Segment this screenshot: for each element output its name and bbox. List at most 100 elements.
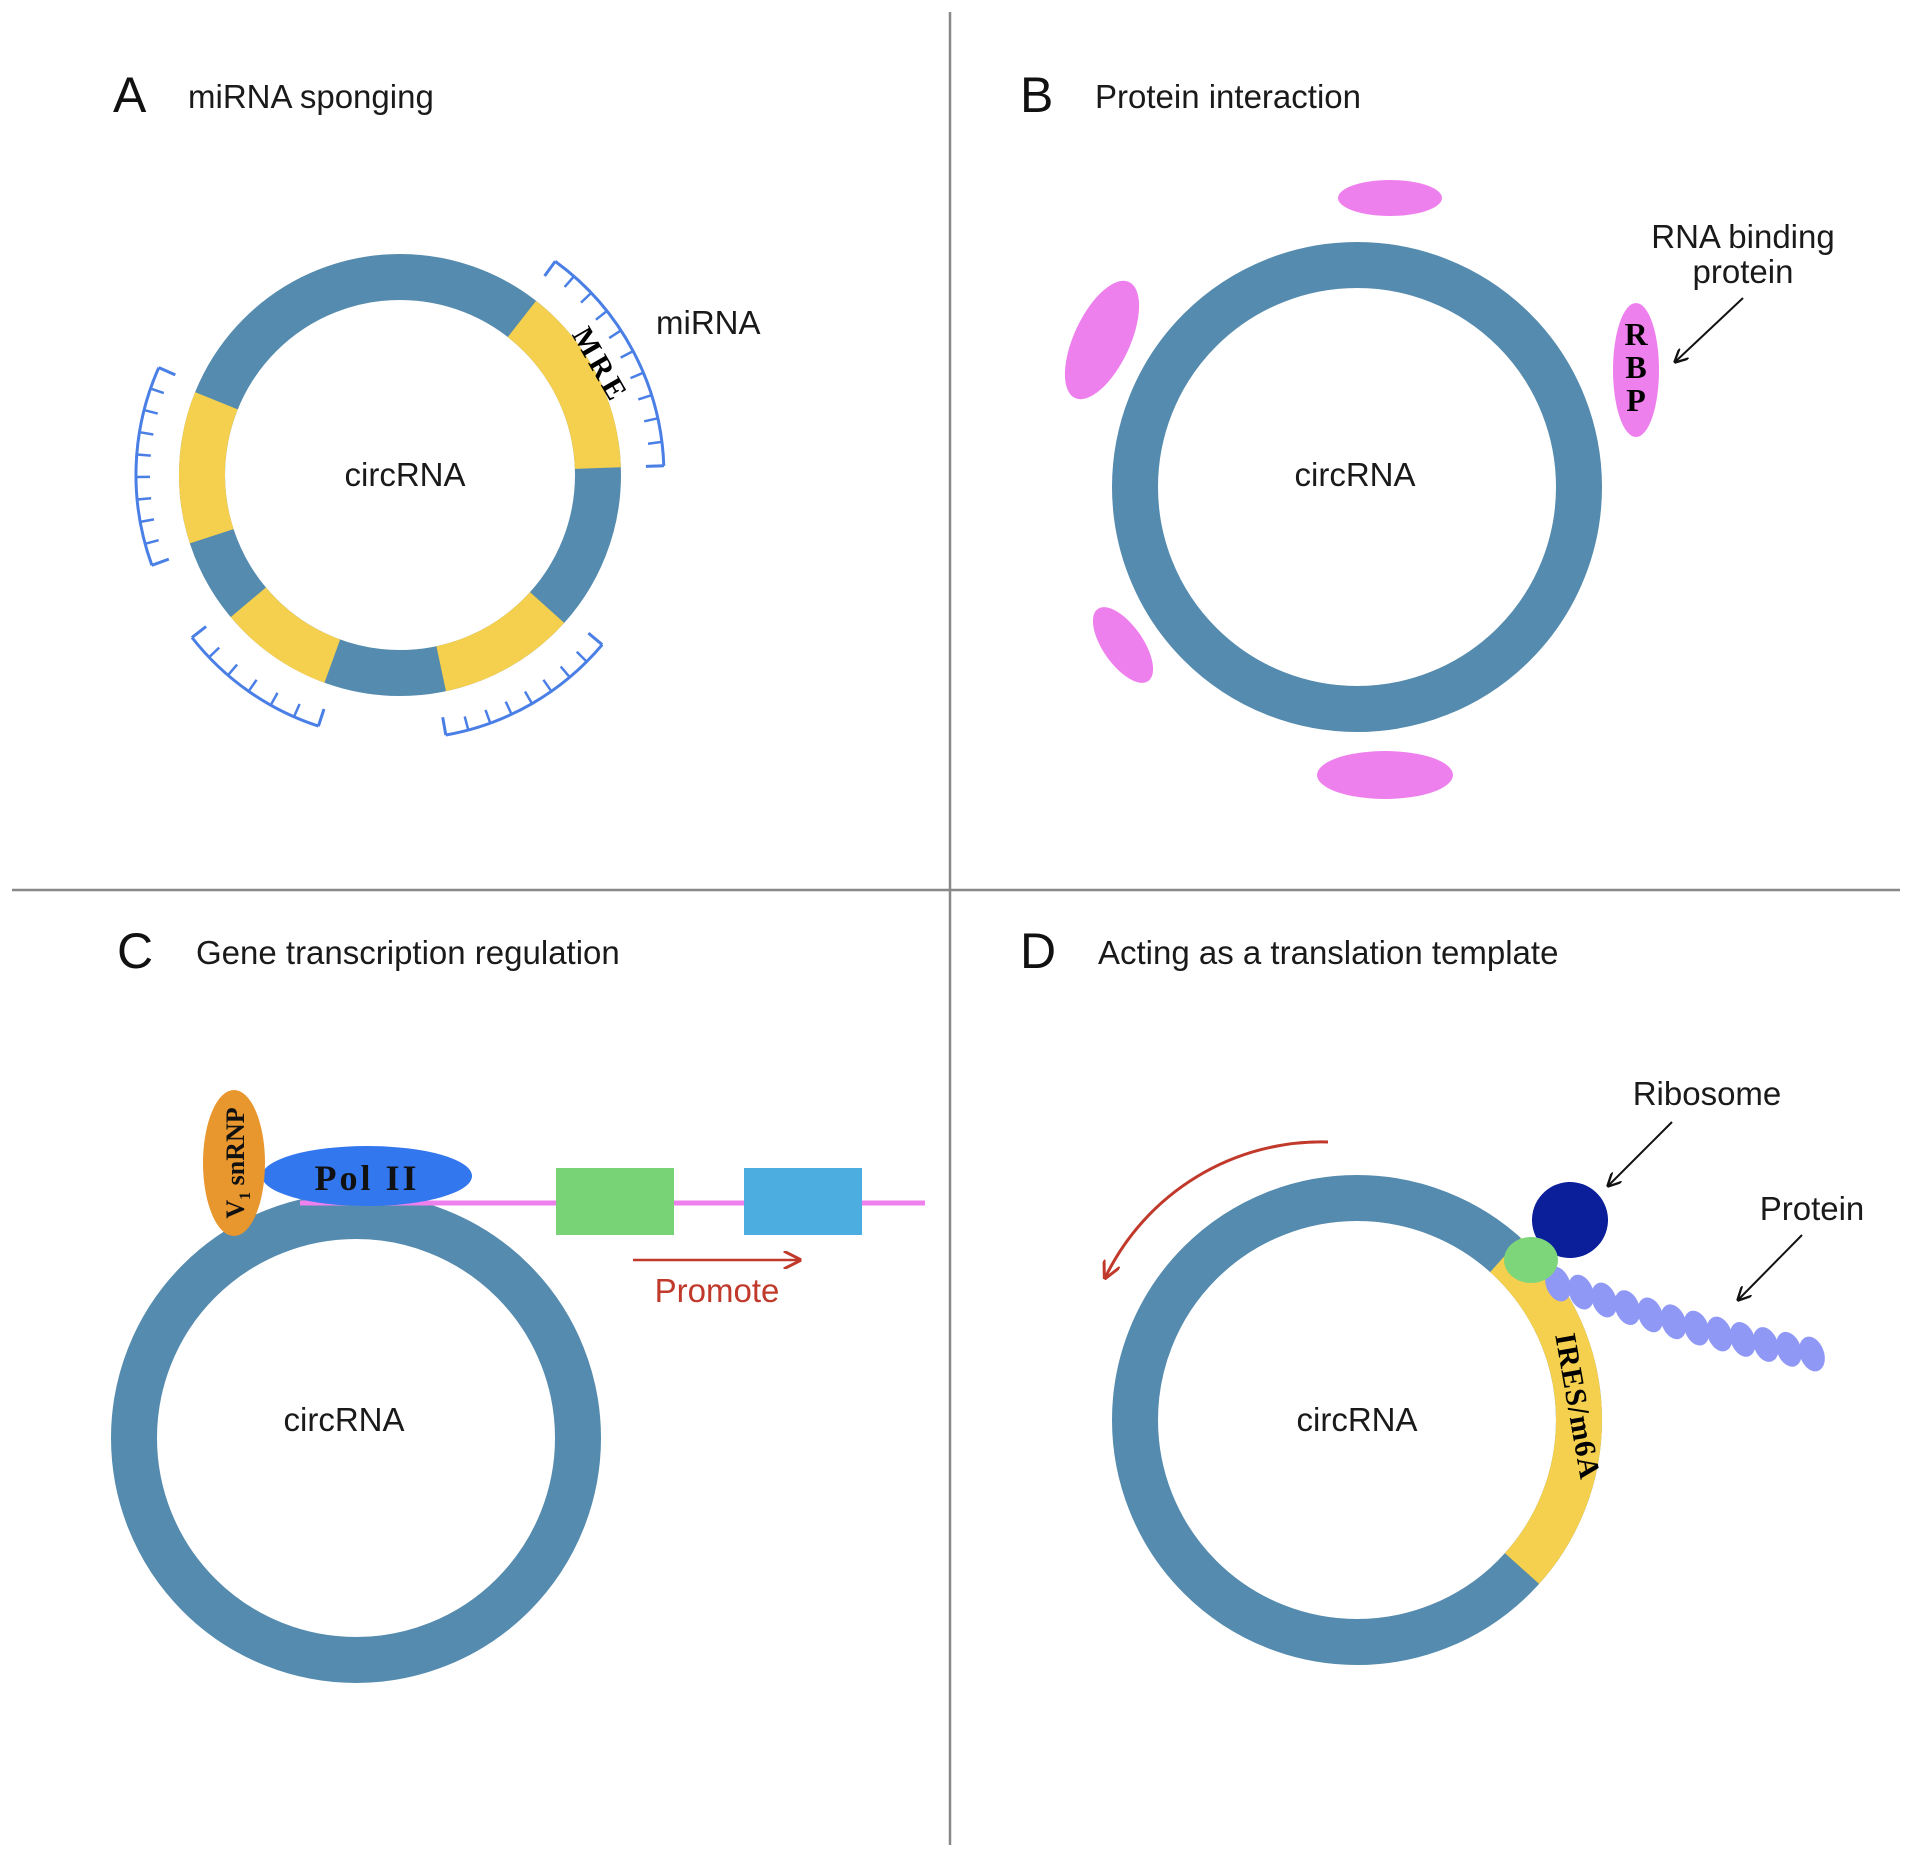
mirna-tick [139, 518, 155, 524]
rbp-lower-left [1092, 607, 1154, 683]
mre-segment-3 [230, 587, 341, 683]
panel-c-title: Gene transcription regulation [196, 934, 620, 971]
mirna-tick [630, 371, 644, 380]
mirna-tick [608, 329, 622, 340]
rbp-callout-line1: RNA binding [1651, 218, 1834, 255]
snrnp-label: V1 snRNP [221, 1107, 254, 1218]
mirna-tick [139, 430, 154, 436]
mirna-tick [647, 440, 663, 445]
promote-label: Promote [655, 1272, 780, 1309]
panel-a-mirnas [134, 260, 666, 737]
mirna-tick [136, 453, 151, 457]
snrnp [203, 1090, 265, 1236]
protein-label: Protein [1760, 1190, 1865, 1227]
panel-d-letter: D [1020, 923, 1056, 979]
rbp-letter-b: B [1625, 349, 1646, 385]
mre-segment-4 [435, 591, 565, 692]
mirna-tick [580, 291, 593, 304]
mirna-tick [542, 679, 553, 693]
mirna-tick [643, 417, 659, 423]
mirna-label: miRNA [656, 304, 761, 341]
pol-ii-label: Pol II [314, 1158, 419, 1198]
mirna-end [191, 625, 208, 639]
pol-ii [262, 1146, 472, 1206]
mirna-end [158, 366, 176, 377]
mirna-end [645, 464, 664, 468]
panel-a-title: miRNA sponging [188, 78, 434, 115]
panel-a: A miRNA sponging circRNA MRE miRNA [113, 67, 761, 737]
panel-c-circrna-label: circRNA [284, 1401, 405, 1438]
mirna-1 [554, 260, 666, 466]
rbp-labeled [1613, 303, 1659, 437]
panel-d-title: Acting as a translation template [1098, 934, 1558, 971]
protein-bead [1706, 1316, 1733, 1352]
protein-bead [1637, 1297, 1664, 1333]
panel-b-circrna-label: circRNA [1295, 456, 1416, 493]
mirna-tick [247, 679, 258, 693]
protein-bead [1776, 1331, 1802, 1367]
protein-bead [1660, 1304, 1687, 1340]
ribosome-arrow [1608, 1121, 1673, 1186]
mirna-tick [143, 408, 159, 415]
rbp-left [1064, 280, 1140, 400]
mirna-tick [595, 310, 608, 321]
protein-arrow [1738, 1234, 1803, 1300]
rbp-letter-p: P [1626, 382, 1646, 418]
panel-b-title: Protein interaction [1095, 78, 1361, 115]
panel-d: D Acting as a translation template circR… [1020, 923, 1865, 1665]
protein-bead [1729, 1321, 1756, 1357]
mirna-tick [463, 716, 470, 731]
ribosome-label: Ribosome [1633, 1075, 1782, 1112]
mirna-tick [227, 663, 239, 677]
mirna-tick [208, 646, 221, 659]
mirna-tick [292, 703, 301, 718]
protein-bead [1683, 1310, 1710, 1346]
panel-a-letter: A [113, 67, 147, 123]
panel-d-segments [1489, 1237, 1602, 1584]
mirna-end [587, 631, 604, 646]
panel-c-letter: C [117, 923, 153, 979]
rbp-arrow [1675, 297, 1744, 362]
mirna-end [441, 717, 448, 736]
ribosome-large [1532, 1182, 1608, 1258]
mirna-tick [504, 701, 513, 715]
mirna-tick [575, 650, 588, 663]
rbp-letter-r: R [1624, 316, 1648, 352]
rbp-top [1338, 180, 1442, 216]
mirna-2 [134, 366, 161, 566]
panel-a-segments [179, 300, 621, 692]
mirna-tick [136, 496, 152, 501]
rbp-bottom [1317, 751, 1453, 799]
translation-direction-arrow [1105, 1140, 1329, 1278]
mirna-tick [637, 394, 652, 401]
mre-segment-1 [507, 300, 621, 470]
gene-box-green [556, 1168, 674, 1235]
mirna-tick [559, 665, 571, 679]
protein-bead [1799, 1336, 1825, 1372]
ires-segment [1489, 1237, 1602, 1584]
rbp-callout-line2: protein [1693, 253, 1794, 290]
protein-bead [1591, 1282, 1618, 1318]
mirna-end [151, 557, 170, 567]
panel-c: C Gene transcription regulation circRNA … [111, 923, 925, 1683]
panel-b-circrna-ring [1112, 242, 1602, 732]
gene-box-blue [744, 1168, 862, 1235]
protein-chain [1545, 1266, 1825, 1372]
mirna-tick [484, 709, 492, 724]
mirna-tick [269, 692, 279, 706]
mirna-tick [150, 387, 165, 395]
panel-b: B Protein interaction circRNA R B P RNA … [1020, 67, 1835, 799]
mirna-end [543, 260, 557, 277]
mirna-tick [523, 690, 534, 705]
protein-bead [1614, 1290, 1641, 1326]
mirna-end [316, 708, 326, 727]
mirna-tick [620, 349, 634, 359]
protein-bead [1752, 1327, 1779, 1362]
protein-bead [1545, 1266, 1571, 1302]
mirna-tick [563, 275, 575, 288]
mre-segment-2 [179, 392, 238, 544]
ribosome-small [1504, 1237, 1558, 1283]
protein-bead [1568, 1274, 1594, 1310]
panel-b-letter: B [1020, 67, 1053, 123]
